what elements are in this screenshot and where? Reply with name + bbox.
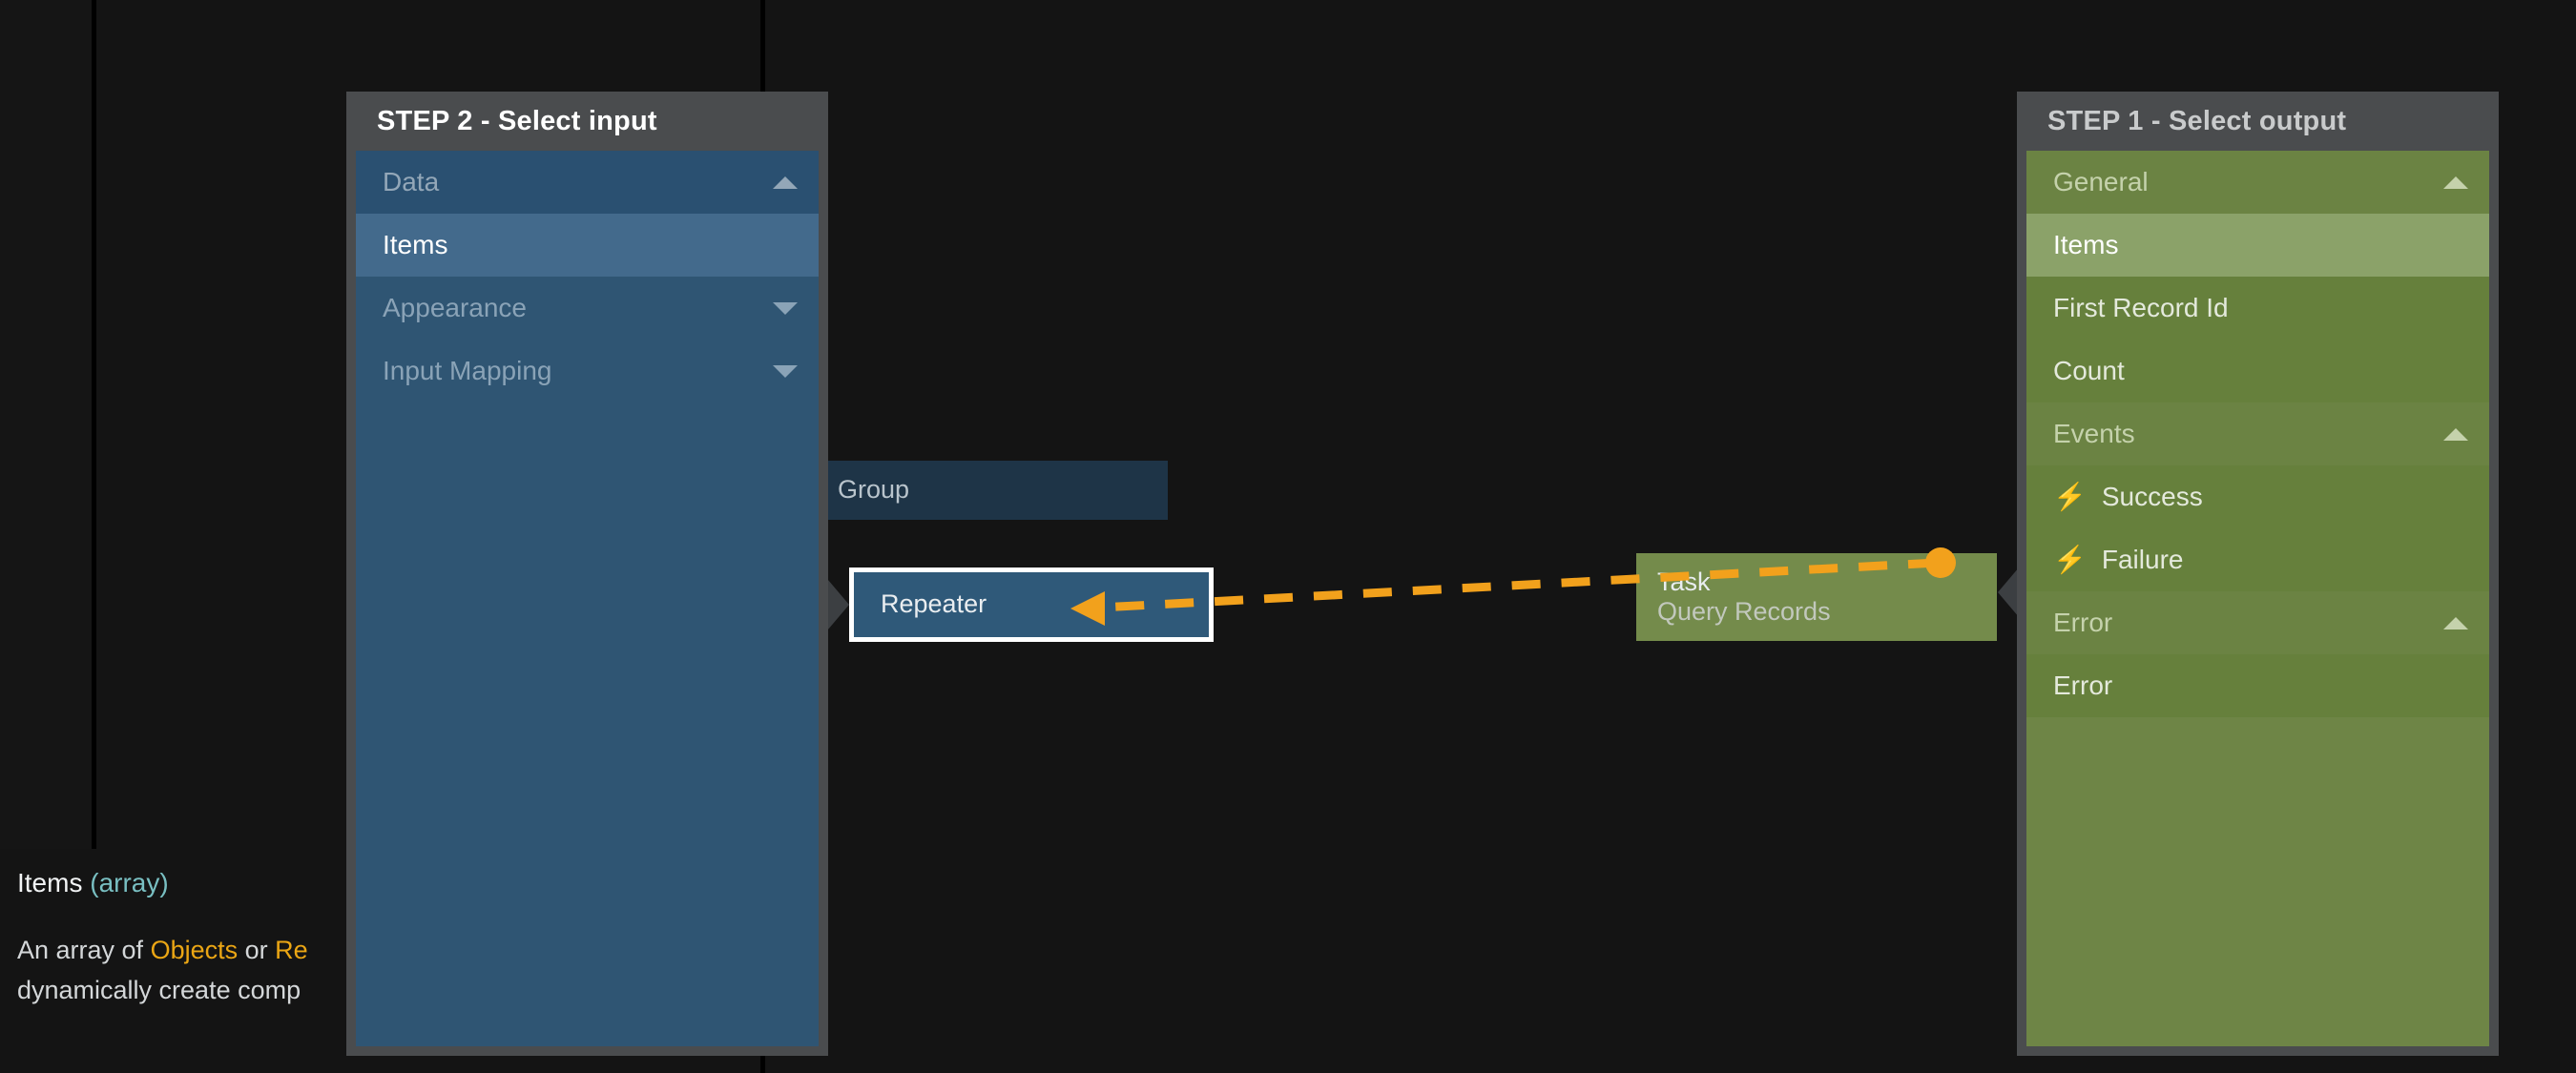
canvas-divider-left xyxy=(92,0,96,849)
chevron-up-icon[interactable] xyxy=(2443,427,2468,441)
flow-node-repeater-title: Repeater xyxy=(881,589,987,619)
output-row-error[interactable]: Error xyxy=(2026,591,2489,654)
chevron-down-icon[interactable] xyxy=(773,301,798,315)
chevron-up-icon[interactable] xyxy=(2443,175,2468,189)
output-row-failure[interactable]: ⚡ Failure xyxy=(2026,528,2489,591)
property-tooltip: Items (array) An array of Objects or Re … xyxy=(17,868,742,1011)
canvas-divider-mid-top xyxy=(760,0,765,93)
flow-node-repeater[interactable]: Repeater xyxy=(849,567,1214,642)
output-row-count[interactable]: Count xyxy=(2026,340,2489,402)
output-row-label: Error xyxy=(2053,608,2113,637)
chevron-down-icon[interactable] xyxy=(773,364,798,378)
input-row-appearance[interactable]: Appearance xyxy=(356,277,819,340)
output-row-events[interactable]: Events xyxy=(2026,402,2489,465)
lightning-bolt-icon: ⚡ xyxy=(2053,482,2087,511)
tooltip-desc-part1: An array of xyxy=(17,936,151,964)
output-row-label: General xyxy=(2053,167,2149,196)
lightning-bolt-icon: ⚡ xyxy=(2053,545,2087,574)
tooltip-keyword-records: Re xyxy=(275,936,308,964)
output-row-items[interactable]: Items xyxy=(2026,214,2489,277)
input-row-data[interactable]: Data xyxy=(356,151,819,214)
output-row-label: Failure xyxy=(2101,545,2184,574)
canvas-left-band xyxy=(0,0,92,849)
chevron-up-icon[interactable] xyxy=(773,175,798,189)
output-row-label: Error xyxy=(2053,671,2113,700)
output-row-label: Count xyxy=(2053,356,2125,385)
output-row-first-record-id[interactable]: First Record Id xyxy=(2026,277,2489,340)
flow-node-task-subtitle: Query Records xyxy=(1657,597,1831,626)
output-row-label: First Record Id xyxy=(2053,293,2229,322)
tooltip-property-name: Items xyxy=(17,868,83,898)
input-row-label: Items xyxy=(383,230,448,259)
chevron-up-icon[interactable] xyxy=(2443,616,2468,629)
connector-dashed-line xyxy=(1082,558,1938,613)
output-row-label: Events xyxy=(2053,419,2135,448)
output-row-error[interactable]: Error xyxy=(2026,654,2489,717)
connector-arrowhead-icon xyxy=(1070,591,1105,626)
output-row-label: Success xyxy=(2101,482,2203,511)
input-row-input-mapping[interactable]: Input Mapping xyxy=(356,340,819,402)
tooltip-desc-line2: dynamically create comp xyxy=(17,975,301,1004)
input-row-items[interactable]: Items xyxy=(356,214,819,277)
tooltip-description: An array of Objects or Re dynamically cr… xyxy=(17,931,742,1011)
tooltip-heading: Items (array) xyxy=(17,868,742,898)
output-row-label: Items xyxy=(2053,230,2119,259)
tooltip-desc-part2: or xyxy=(238,936,276,964)
output-row-general[interactable]: General xyxy=(2026,151,2489,214)
canvas-divider-mid-bottom xyxy=(760,1056,765,1073)
tooltip-keyword-objects: Objects xyxy=(150,936,239,964)
connector-task-to-repeater[interactable] xyxy=(1011,534,1975,658)
select-input-panel-title: STEP 2 - Select input xyxy=(377,105,657,136)
input-row-label: Data xyxy=(383,167,440,196)
input-row-label: Input Mapping xyxy=(383,356,552,385)
input-row-label: Appearance xyxy=(383,293,528,322)
flow-node-group-title: Group xyxy=(838,475,910,505)
flow-node-group[interactable]: Group xyxy=(828,461,1168,520)
connector-source-dot[interactable] xyxy=(1925,547,1956,578)
tooltip-property-type: (array) xyxy=(90,868,169,898)
output-row-success[interactable]: ⚡ Success xyxy=(2026,465,2489,528)
select-output-panel-title: STEP 1 - Select output xyxy=(2047,105,2347,136)
